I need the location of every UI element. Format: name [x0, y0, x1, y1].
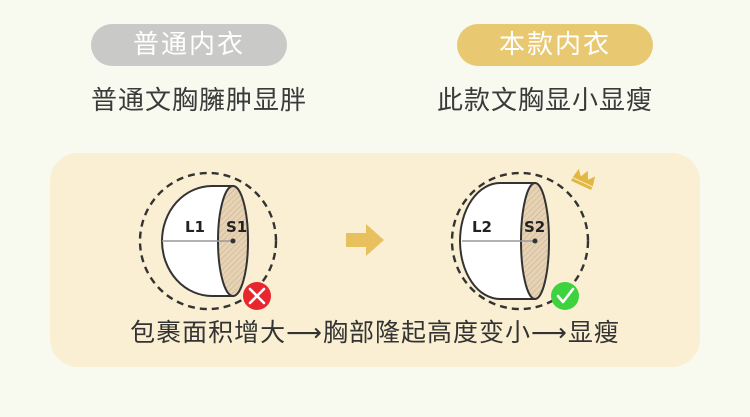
right-arrow-icon [346, 224, 384, 256]
left-cup-diagram: L1 S1 [140, 173, 276, 310]
crown-icon [571, 166, 598, 190]
right-cup-label-main: L2 [472, 218, 492, 236]
this-bra-badge: 本款内衣 [457, 24, 653, 66]
ordinary-bra-badge: 普通内衣 [91, 24, 287, 66]
right-cup-diagram: L2 S2 [452, 166, 598, 310]
right-cup-label-side: S2 [524, 218, 545, 236]
ordinary-bra-description: 普通文胸臃肿显胖 [91, 80, 307, 117]
conclusion-caption: 包裹面积增大⟶胸部隆起高度变小⟶显瘦 [50, 313, 700, 349]
this-bra-description: 此款文胸显小显瘦 [437, 80, 653, 117]
check-icon [551, 282, 579, 310]
left-cup-label-side: S1 [226, 218, 247, 236]
left-cup-label-main: L1 [185, 218, 205, 236]
comparison-panel: L1 S1 L2 S2 [50, 153, 700, 367]
cross-icon [243, 282, 271, 310]
